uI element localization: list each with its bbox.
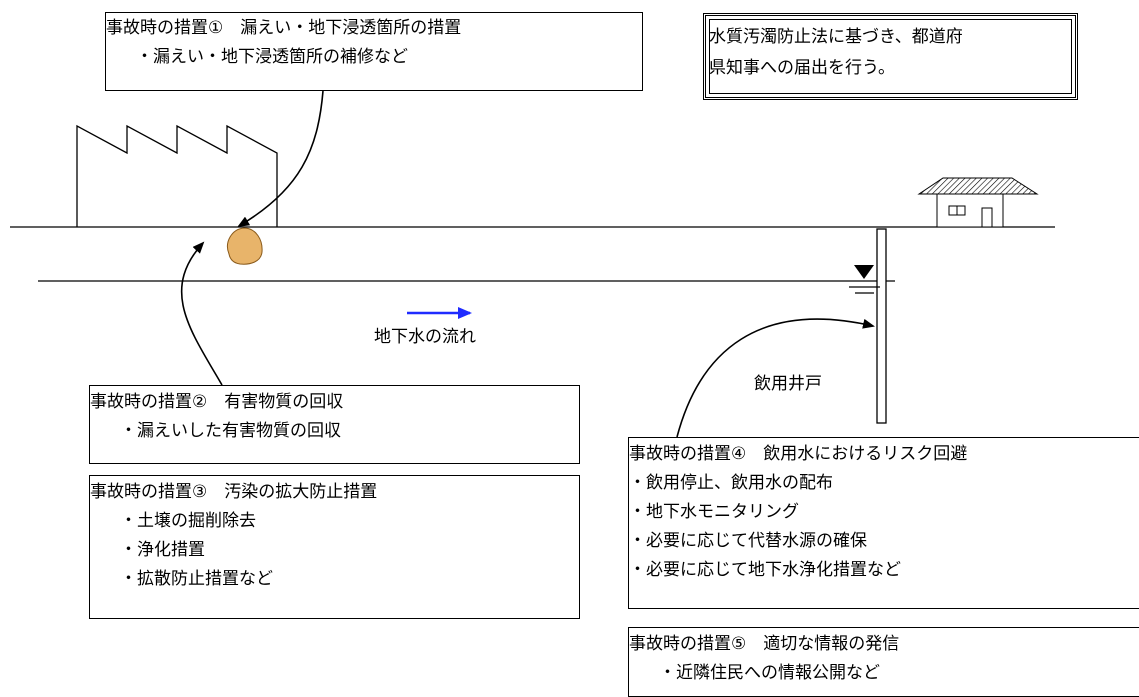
- measure4-box: 事故時の措置④ 飲用水におけるリスク回避 ・飲用停止、飲用水の配布 ・地下水モニ…: [628, 437, 1139, 609]
- measure5-item: ・近隣住民への情報公開など: [659, 663, 880, 683]
- measure4-item: ・必要に応じて地下水浄化措置など: [629, 560, 901, 580]
- measure4-title: 事故時の措置④ 飲用水におけるリスク回避: [629, 444, 968, 464]
- measure5-box: 事故時の措置⑤ 適切な情報の発信 ・近隣住民への情報公開など: [628, 627, 1139, 697]
- groundwater-flow-label: 地下水の流れ: [374, 327, 476, 347]
- measure3-box: 事故時の措置③ 汚染の拡大防止措置 ・土壌の掘削除去 ・浄化措置 ・拡散防止措置…: [89, 475, 580, 619]
- measure3-item: ・浄化措置: [120, 540, 205, 560]
- measure4-item: ・飲用停止、飲用水の配布: [629, 473, 833, 493]
- measure1-item: ・漏えい・地下浸透箇所の補修など: [136, 47, 408, 67]
- measure3-item: ・拡散防止措置など: [120, 569, 273, 589]
- law-notice-line1: 水質汚濁防止法に基づき、都道府: [709, 27, 963, 47]
- measure2-title: 事故時の措置② 有害物質の回収: [90, 392, 344, 412]
- measure1-title: 事故時の措置① 漏えい・地下浸透箇所の措置: [106, 18, 462, 38]
- measure4-item: ・必要に応じて代替水源の確保: [629, 531, 867, 551]
- arrow-measure2-to-leak: [180, 241, 223, 386]
- drinking-well-icon: [876, 228, 887, 424]
- arrow-measure1-to-leak: [237, 90, 324, 228]
- measure3-title: 事故時の措置③ 汚染の拡大防止措置: [90, 482, 378, 502]
- measure1-box: 事故時の措置① 漏えい・地下浸透箇所の措置 ・漏えい・地下浸透箇所の補修など: [105, 12, 643, 91]
- measure3-item: ・土壌の掘削除去: [120, 511, 256, 531]
- measure2-item: ・漏えいした有害物質の回収: [120, 421, 341, 441]
- law-notice-line2: 県知事への届出を行う。: [709, 58, 895, 78]
- measure4-item: ・地下水モニタリング: [629, 502, 799, 522]
- measure2-box: 事故時の措置② 有害物質の回収 ・漏えいした有害物質の回収: [89, 385, 580, 464]
- factory-icon: [76, 124, 278, 227]
- arrow-measure4-to-well: [676, 318, 875, 438]
- law-notice-box: 水質汚濁防止法に基づき、都道府 県知事への届出を行う。: [703, 13, 1078, 100]
- water-level-icon: [849, 265, 880, 294]
- house-icon: [917, 177, 1039, 228]
- leak-spot-icon: [227, 227, 263, 265]
- measure5-title: 事故時の措置⑤ 適切な情報の発信: [629, 634, 900, 654]
- drinking-well-label: 飲用井戸: [754, 374, 822, 394]
